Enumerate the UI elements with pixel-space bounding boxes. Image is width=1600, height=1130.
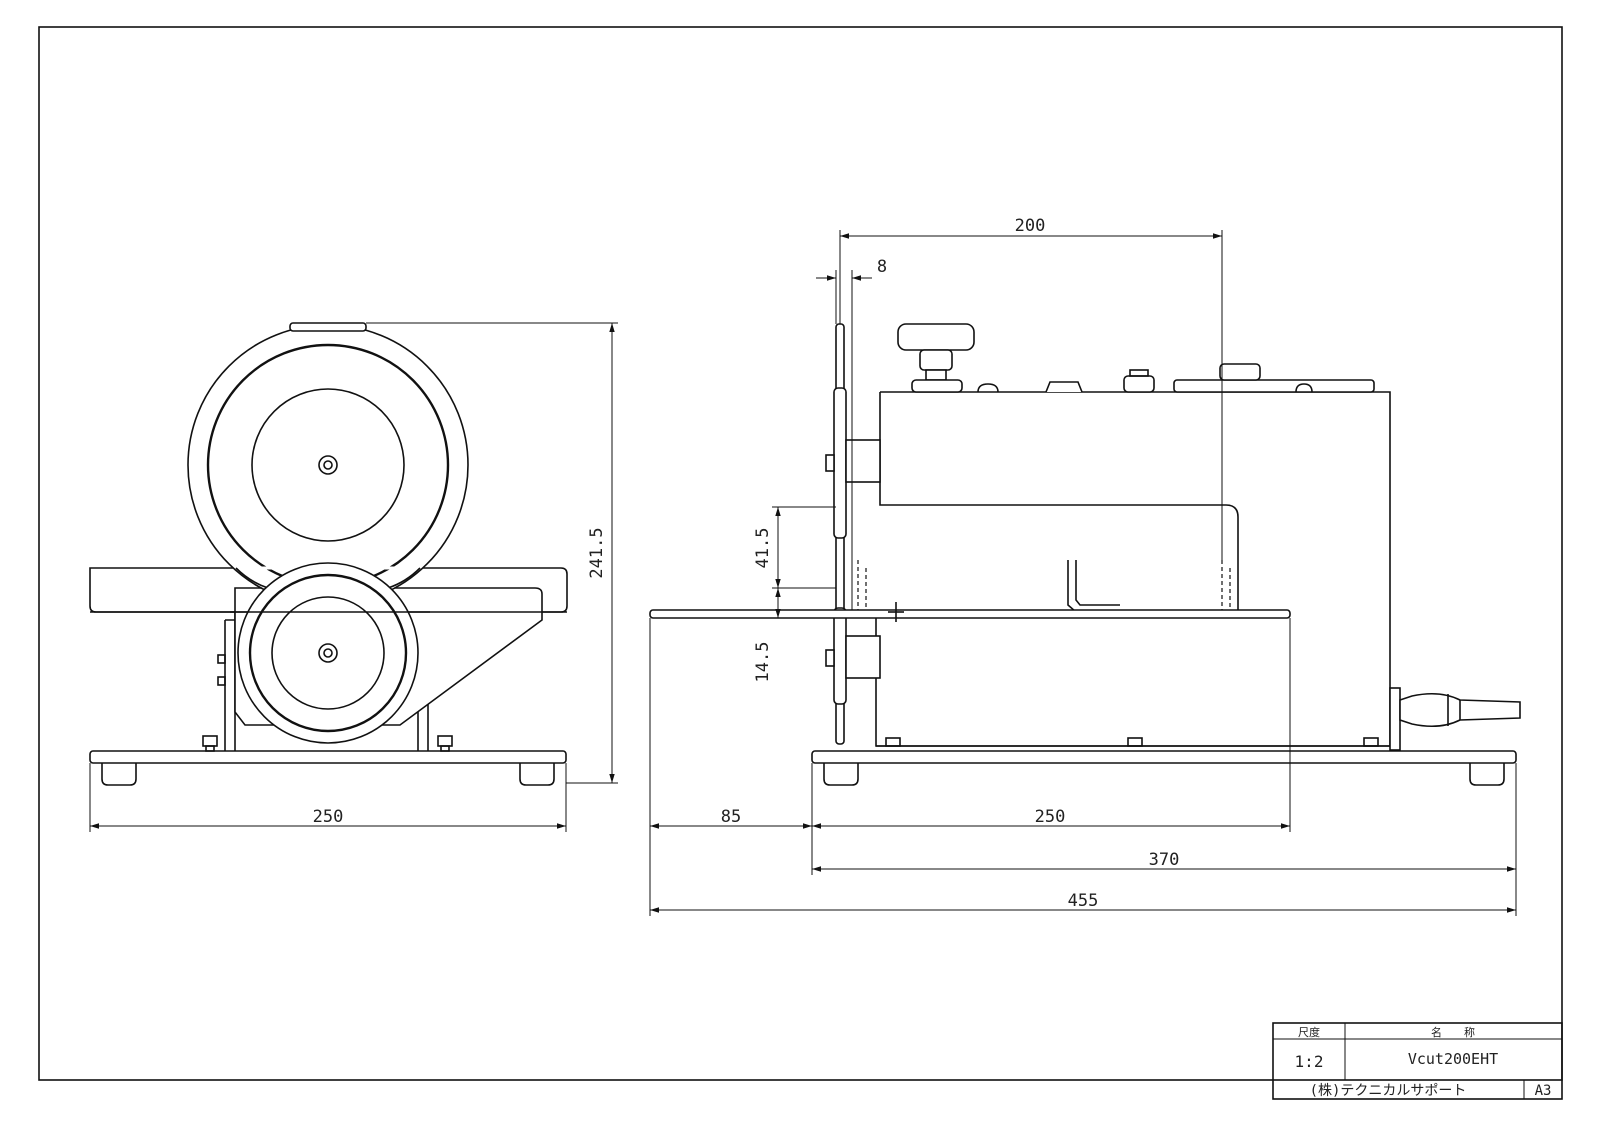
dim-side-base-width: 370 bbox=[812, 850, 1516, 872]
dim-side-left-offset: 85 bbox=[650, 807, 812, 829]
dim-side-upper-height: 41.5 bbox=[753, 506, 836, 589]
front-upper-wheel-inner bbox=[251, 388, 405, 542]
dim-side-lower-height: 14.5 bbox=[753, 587, 836, 683]
side-blade bbox=[825, 323, 881, 745]
dim-side-top-width: 200 bbox=[839, 216, 1223, 560]
front-upper-axle bbox=[323, 460, 333, 470]
side-table bbox=[649, 609, 1291, 619]
dim-front-height: 241.5 bbox=[366, 322, 618, 784]
side-right-foot bbox=[1469, 763, 1505, 786]
side-left-foot bbox=[823, 763, 859, 786]
front-left-foot bbox=[101, 763, 137, 786]
dim-side-table-width-label: 250 bbox=[1035, 807, 1066, 827]
scale-value: 1:2 bbox=[1295, 1052, 1324, 1071]
dim-side-blade-thickness-label: 8 bbox=[877, 257, 887, 277]
dim-side-upper-height-label: 41.5 bbox=[753, 528, 773, 569]
indicator-icon bbox=[1123, 375, 1155, 393]
drawing-border bbox=[38, 26, 1563, 1081]
dim-front-width: 250 bbox=[89, 763, 567, 832]
dim-side-table-width: 250 bbox=[812, 807, 1290, 829]
front-bolts bbox=[202, 735, 453, 752]
front-lower-wheel-ring bbox=[248, 573, 408, 733]
drawing-name: Vcut200EHT bbox=[1408, 1050, 1498, 1068]
dim-front-height-label: 241.5 bbox=[587, 527, 607, 578]
front-lower-wheel-inner bbox=[271, 596, 385, 710]
dim-side-base-width-label: 370 bbox=[1149, 850, 1180, 870]
side-housing bbox=[875, 391, 1391, 747]
side-base-plate bbox=[811, 750, 1517, 764]
dim-side-blade-thickness: 8 bbox=[816, 257, 887, 610]
knob-icon bbox=[897, 323, 975, 351]
side-top-controls bbox=[897, 323, 1375, 393]
dim-side-lower-height-label: 14.5 bbox=[753, 642, 773, 683]
power-cord-icon bbox=[1389, 687, 1521, 751]
dim-side-total-width-label: 455 bbox=[1068, 891, 1099, 911]
front-top-tab bbox=[289, 322, 367, 332]
scale-label: 尺度 bbox=[1298, 1025, 1320, 1039]
dim-side-left-offset-label: 85 bbox=[721, 807, 741, 827]
company-name: (株)テクニカルサポート bbox=[1310, 1083, 1467, 1099]
front-lower-axle bbox=[323, 648, 333, 658]
dim-front-width-label: 250 bbox=[313, 807, 344, 827]
front-base-plate bbox=[89, 750, 567, 764]
sheet-size: A3 bbox=[1535, 1083, 1552, 1099]
side-view: 200 8 41.5 14.5 bbox=[649, 216, 1521, 916]
name-label: 名 称 bbox=[1431, 1025, 1475, 1039]
title-block: 尺度 名 称 1:2 Vcut200EHT (株)テクニカルサポート A3 bbox=[1272, 1022, 1563, 1100]
front-view: 250 241.5 bbox=[89, 322, 618, 832]
dim-side-top-width-label: 200 bbox=[1015, 216, 1046, 236]
switch-icon bbox=[1045, 381, 1083, 393]
front-right-foot bbox=[519, 763, 555, 786]
front-lower-wheel-outer bbox=[237, 562, 419, 744]
dim-side-total-width: 455 bbox=[650, 891, 1516, 913]
